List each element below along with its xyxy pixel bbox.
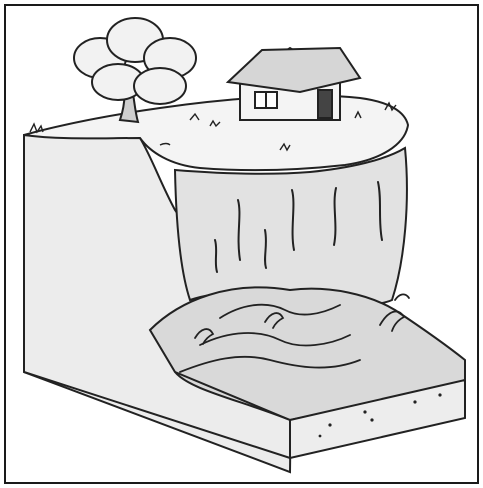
house-door	[318, 90, 332, 118]
